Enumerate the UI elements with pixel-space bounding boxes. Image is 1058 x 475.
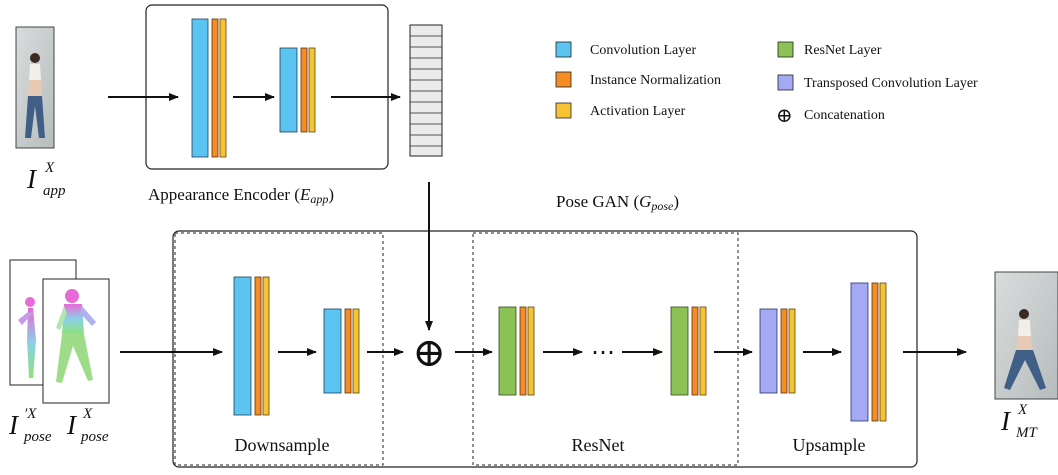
legend-label-concat: Concatenation [804,108,885,123]
activation-layer [527,306,535,396]
appearance-feature-vector [409,24,443,157]
pose-gan-box [172,230,918,468]
svg-text:I: I [8,410,20,440]
resnet-block-1 [498,306,535,396]
conv-layer [323,308,342,394]
input-pose-label: I X pose [66,406,109,445]
instance-norm-layer [344,308,352,394]
downsample-label: Downsample [235,435,330,455]
input-pose-prev-label: I ′X pose [8,406,52,445]
appearance-encoder-label: Appearance Encoder (Eapp) [148,185,334,206]
transposed-conv-layer [850,282,869,422]
instance-norm-layer [691,306,699,396]
legend-swatch-conv [555,41,572,58]
output-label: I X MT [1000,402,1038,441]
svg-text:pose: pose [23,429,52,445]
legend-swatch-resnet [777,41,794,58]
legend-label-resnet: ResNet Layer [804,43,882,58]
upsample-label: Upsample [793,435,866,455]
appearance-encoder-box [145,4,389,170]
activation-layer [699,306,707,396]
resnet-layer [498,306,517,396]
instance-norm-layer [300,47,308,133]
instance-norm-layer [254,276,262,416]
input-pose-image [42,278,110,404]
svg-text:X: X [82,406,93,422]
activation-layer [788,308,796,394]
activation-layer [879,282,887,422]
upsample-block-1 [759,308,796,394]
legend-label-transposed: Transposed Convolution Layer [804,76,978,91]
svg-text:′X: ′X [24,406,37,422]
svg-text:I: I [66,410,78,440]
encoder-block-2 [279,47,316,133]
legend-swatch-instnorm [555,71,572,88]
legend-label-activation: Activation Layer [590,104,686,119]
legend-concat-symbol: ⊕ [776,105,793,127]
output-image [994,271,1058,400]
svg-text:I: I [26,164,38,194]
transposed-conv-layer [759,308,778,394]
svg-text:MT: MT [1015,425,1038,441]
instance-norm-layer [871,282,879,422]
resnet-label: ResNet [572,435,625,455]
resnet-layer [670,306,689,396]
pose-gan-label: Pose GAN (Gpose) [556,192,679,213]
input-appearance-label: I X app [26,160,66,199]
instance-norm-layer [519,306,527,396]
instance-norm-layer [211,18,219,158]
conv-layer [233,276,252,416]
resnet-section [472,232,739,466]
downsample-section [174,232,384,466]
activation-layer [308,47,316,133]
upsample-block-2 [850,282,887,422]
legend-swatch-transposed [777,74,794,91]
svg-text:app: app [43,183,66,199]
svg-text:X: X [1017,402,1028,418]
legend-swatch-activation [555,102,572,119]
conv-layer [191,18,209,158]
activation-layer [352,308,360,394]
downsample-block-2 [323,308,360,394]
resnet-block-n [670,306,707,396]
input-appearance-image [15,26,55,149]
resnet-ellipsis: ⋯ [591,340,615,366]
legend: Convolution Layer Instance Normalization… [555,41,978,127]
conv-layer [279,47,298,133]
downsample-block-1 [233,276,270,416]
svg-text:pose: pose [80,429,109,445]
legend-label-conv: Convolution Layer [590,43,696,58]
legend-label-instnorm: Instance Normalization [590,73,721,88]
activation-layer [262,276,270,416]
svg-text:I: I [1000,406,1012,436]
activation-layer [219,18,227,158]
instance-norm-layer [780,308,788,394]
svg-text:X: X [44,160,55,176]
concat-node: ⊕ [412,330,446,375]
encoder-block-1 [191,18,227,158]
